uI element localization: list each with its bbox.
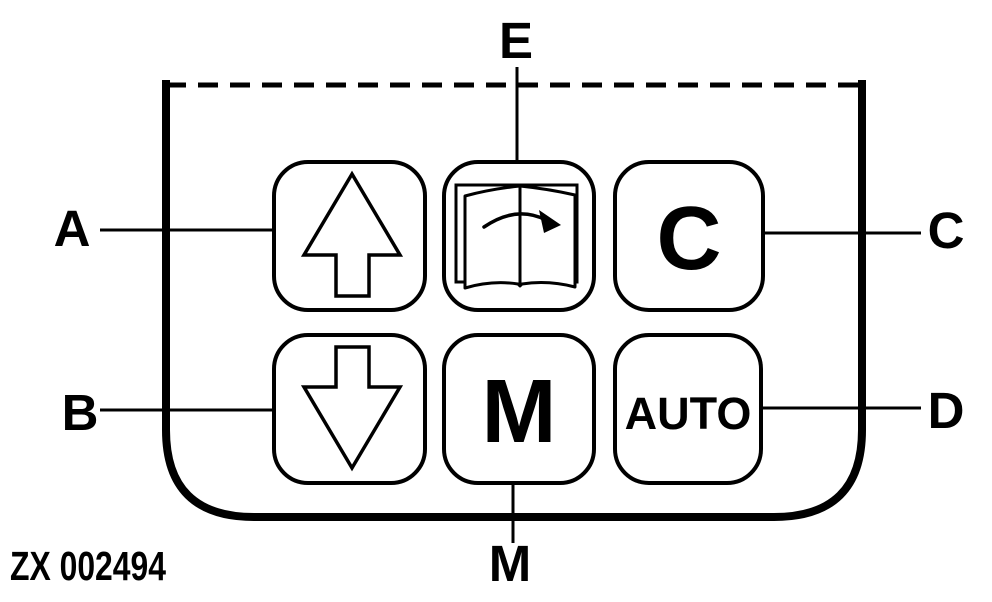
page-turn-button <box>442 160 596 312</box>
c-button-label: C <box>657 189 722 289</box>
callout-e-label: E <box>499 12 533 69</box>
m-button: M <box>442 333 596 485</box>
up-arrow-icon <box>300 170 404 298</box>
callout-d-label: D <box>928 382 965 439</box>
auto-button: AUTO <box>613 333 763 485</box>
callout-m-label: M <box>489 535 531 592</box>
page-turn-arrowhead-icon <box>539 210 561 233</box>
down-arrow-button <box>272 333 427 485</box>
figure-code: ZX 002494 <box>10 543 166 589</box>
m-button-outline <box>442 333 596 485</box>
c-button: C <box>613 160 765 312</box>
page-turn-icon <box>454 183 579 290</box>
up-arrow-button <box>272 160 427 312</box>
callout-b-label: B <box>62 384 99 441</box>
callout-c-label: C <box>928 202 965 259</box>
m-button-label: M <box>482 362 557 462</box>
c-button-outline <box>613 160 765 312</box>
auto-button-label: AUTO <box>625 388 752 439</box>
down-arrow-icon <box>300 345 404 472</box>
page-turn-arrow-curve <box>482 212 548 229</box>
callout-a-label: A <box>54 200 91 257</box>
auto-button-outline <box>613 333 763 485</box>
